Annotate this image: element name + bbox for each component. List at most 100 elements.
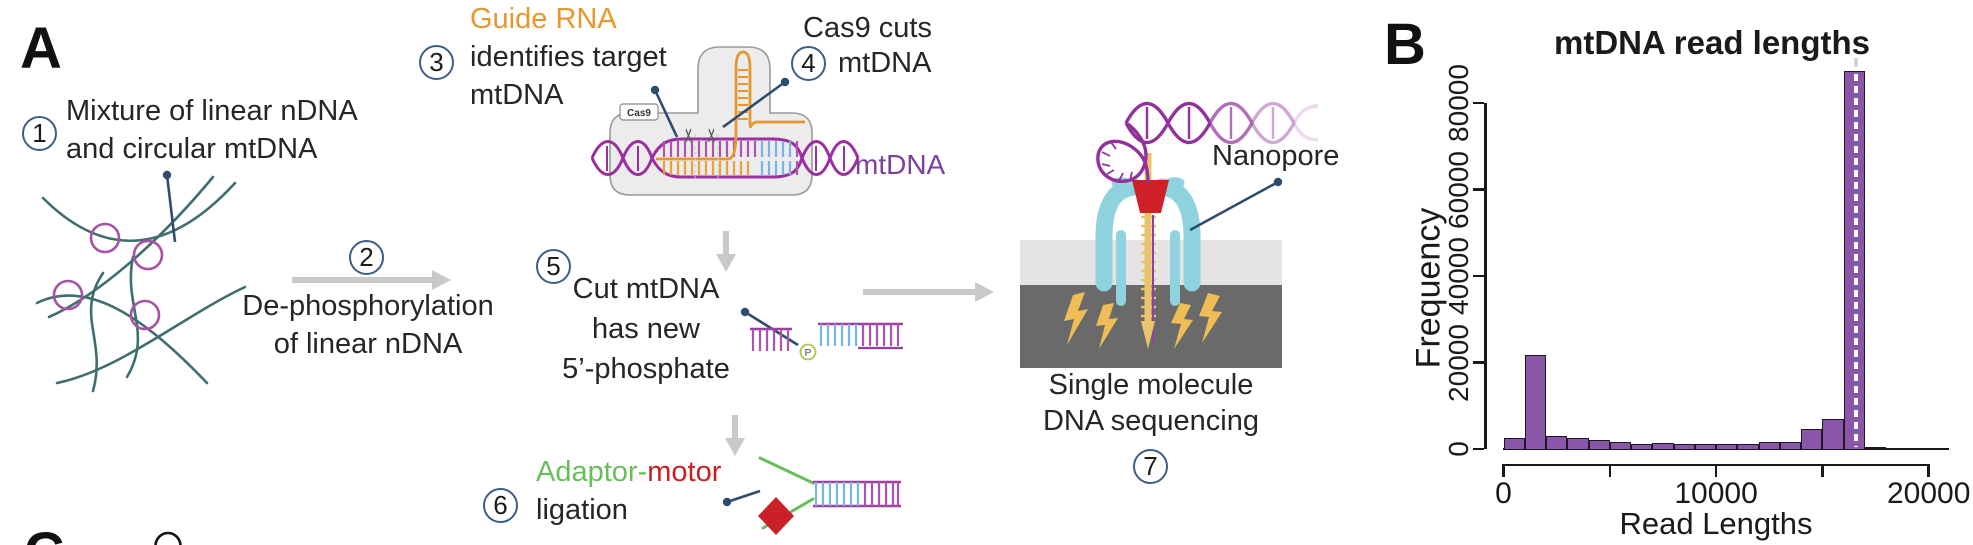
adaptor-motor-graphic: [722, 456, 901, 535]
adaptor-label: Adaptor-: [536, 456, 648, 488]
dna-ladder: [813, 480, 901, 508]
step-7-line-1: Single molecule: [1048, 369, 1254, 401]
histogram-bar: [1886, 447, 1908, 449]
step-1-badge: 1: [22, 116, 57, 151]
histogram-bar: [1588, 439, 1610, 450]
pointer-line: [162, 170, 177, 243]
phosphate-badge: P: [799, 343, 817, 361]
arrow-down-icon: [725, 415, 745, 456]
ndna-strands: [35, 175, 247, 393]
y-axis-tick: [1473, 101, 1484, 105]
step-4-line-1: Cas9 cuts: [803, 12, 932, 44]
electric-current-bolts: [1064, 292, 1222, 349]
mtdna-circles: [52, 222, 164, 331]
step-3-line-2: identifies target: [470, 41, 667, 73]
x-axis-tick: [1714, 463, 1718, 477]
histogram-bar: [1631, 443, 1653, 450]
histogram-bar: [1694, 444, 1717, 450]
step-1-line-2: and circular mtDNA: [66, 133, 318, 165]
y-axis-tick: [1473, 447, 1484, 451]
histogram-bar: [1716, 444, 1738, 450]
cut-site-lines: [694, 134, 719, 180]
dna-base-rungs-bottom: [662, 161, 799, 175]
y-axis-tick: [1473, 188, 1484, 191]
scissors-icon: ✂: [702, 127, 722, 142]
x-axis-tick: [1608, 463, 1612, 477]
dna-base-rungs-top: [662, 141, 799, 157]
step-5-line-2: has new: [591, 313, 700, 345]
nanopore-label: Nanopore: [1212, 140, 1340, 172]
x-tick-label: 20000: [1886, 477, 1971, 510]
step-7-badge: 7: [1133, 449, 1168, 484]
cas9-complex-graphic: ✂ ✂ Cas9 mtDNA: [590, 46, 946, 196]
step-6-badge: 6: [483, 488, 518, 523]
step-3-line-3: mtDNA: [470, 79, 564, 111]
chart-title: mtDNA read lengths: [1554, 24, 1870, 61]
step-2-text: De-phosphorylation of linear nDNA: [228, 287, 508, 363]
arrow-right-icon: [292, 270, 451, 290]
step-4-badge: 4: [791, 46, 826, 81]
step-1-line-1: Mixture of linear nDNA: [66, 95, 358, 127]
y-axis-line: [1484, 103, 1487, 449]
step-6-line-2: ligation: [536, 494, 628, 526]
step-3-badge: 3: [419, 45, 454, 80]
step-3-text: Guide RNA identifies target mtDNA: [470, 0, 667, 114]
step-5-line-3: 5’-phosphate: [562, 353, 730, 385]
step-6-line-1: Adaptor-motor: [536, 453, 721, 491]
histogram-bar: [1737, 443, 1759, 450]
step-5-text: Cut mtDNA has new 5’-phosphate: [551, 269, 741, 389]
vline-overflow-stub: [1854, 57, 1858, 67]
step-6-text: Adaptor-motor ligation: [536, 453, 721, 529]
histogram-bar: [1524, 355, 1546, 450]
y-tick-label: 20000: [1443, 323, 1474, 402]
histogram-bar: [1503, 438, 1525, 450]
histogram-bar: [1758, 441, 1780, 450]
histogram-bar: [1567, 438, 1589, 450]
dna-mixture-graphic: [35, 170, 247, 393]
histogram-bar: [1673, 444, 1695, 450]
histogram-bar: [1546, 435, 1568, 450]
panel-a-label: A: [20, 16, 62, 81]
y-tick-label: 0: [1443, 441, 1474, 457]
histogram-bar: [1822, 419, 1844, 450]
panel-c-label: C: [24, 524, 64, 545]
mtdna-helix-label: mtDNA: [855, 149, 946, 180]
dna-fragment-right: [818, 322, 903, 350]
pointer-line: [722, 489, 761, 507]
guide-rna-label: Guide RNA: [470, 3, 617, 35]
arrow-down-icon: [716, 231, 736, 272]
x-tick-label: 10000: [1674, 477, 1758, 510]
y-axis-tick: [1473, 361, 1484, 364]
cas9-tag: Cas9: [619, 103, 659, 121]
x-axis-tick: [1821, 463, 1824, 477]
y-tick-label: 40000: [1443, 237, 1474, 315]
histogram-bar: [1609, 442, 1632, 450]
step-5-badge: 5: [536, 249, 571, 284]
dna-fragment-left: [750, 327, 792, 351]
histogram-bar: [1779, 442, 1802, 450]
histogram-bar: [1801, 429, 1823, 450]
nanopore-sequencing-graphic: [1020, 102, 1319, 368]
cas9-tag-label: Cas9: [627, 108, 651, 119]
arrow-right-icon: [863, 282, 994, 302]
step-4-line-2: mtDNA: [838, 47, 932, 79]
panel-c-partial-circle: [154, 531, 182, 545]
motor-label: motor: [647, 456, 722, 488]
step-2-line-2: of linear nDNA: [273, 328, 463, 360]
x-axis-tick: [1927, 463, 1930, 477]
guide-rna-hairpin: [656, 50, 805, 161]
unwinding-dna-helix: [1096, 102, 1319, 184]
step-2-badge: 2: [349, 240, 384, 275]
phosphate-label: P: [805, 348, 812, 359]
x-axis-tick: [1502, 463, 1505, 477]
panel-b-label: B: [1384, 12, 1426, 77]
step-1-text: Mixture of linear nDNA and circular mtDN…: [66, 92, 358, 168]
y-tick-label: 60000: [1443, 150, 1474, 229]
y-tick-label: 80000: [1443, 64, 1474, 142]
histogram-bar: [1652, 443, 1674, 450]
motor-protein: [758, 497, 794, 535]
pointer-line: [650, 77, 790, 138]
scissors-icon: ✂: [679, 127, 699, 142]
